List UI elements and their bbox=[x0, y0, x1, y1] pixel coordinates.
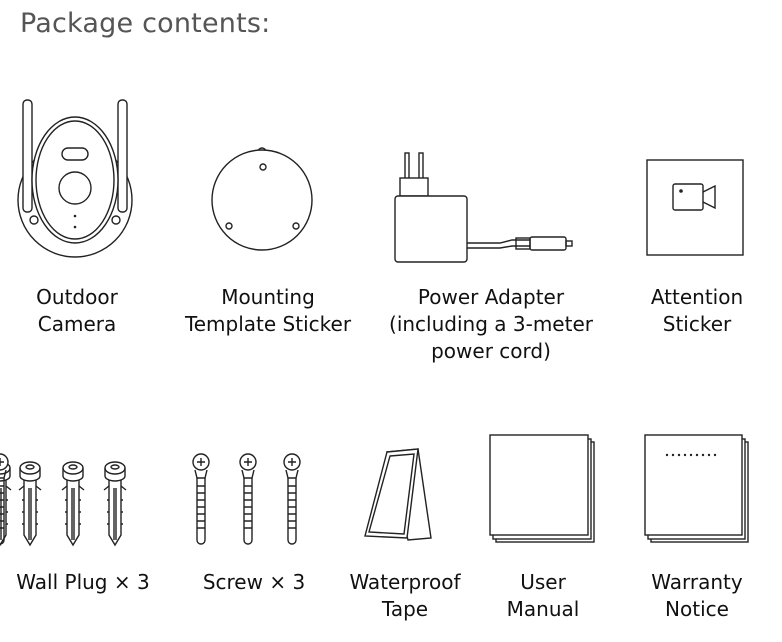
page-title: Package contents: bbox=[20, 8, 271, 39]
label-line: Waterproof bbox=[349, 570, 461, 594]
screw-icon bbox=[0, 453, 301, 545]
label-line: power cord) bbox=[431, 339, 551, 363]
wall-plug-icon bbox=[0, 461, 127, 547]
item-label-attention-sticker: Attention Sticker bbox=[587, 284, 782, 338]
item-label-mounting-template: Mounting Template Sticker bbox=[158, 284, 378, 338]
waterproof-tape-icon bbox=[364, 448, 432, 541]
item-label-waterproof-tape: Waterproof Tape bbox=[295, 569, 515, 623]
item-label-power-adapter: Power Adapter (including a 3-meter power… bbox=[381, 284, 601, 365]
label-line: Mounting bbox=[221, 285, 315, 309]
label-line: Warranty bbox=[651, 570, 743, 594]
outdoor-camera-icon bbox=[17, 99, 133, 258]
label-line: Template Sticker bbox=[184, 312, 352, 336]
label-line: User bbox=[520, 570, 566, 594]
warranty-notice-icon bbox=[644, 434, 749, 543]
label-line: (including a 3-meter bbox=[389, 312, 593, 336]
label-line: Attention bbox=[650, 285, 744, 309]
mounting-template-icon bbox=[211, 147, 313, 251]
item-label-warranty-notice: Warranty Notice bbox=[587, 569, 782, 623]
label-line: Outdoor bbox=[36, 285, 118, 309]
label-line: Sticker bbox=[662, 312, 732, 336]
item-label-screw: Screw × 3 bbox=[144, 569, 364, 596]
item-label-outdoor-camera: Outdoor Camera bbox=[0, 284, 187, 338]
label-line: Notice bbox=[665, 597, 729, 621]
label-line: Wall Plug × 3 bbox=[16, 570, 150, 594]
attention-sticker-icon bbox=[646, 159, 744, 256]
item-label-wall-plug: Wall Plug × 3 bbox=[0, 569, 193, 596]
power-adapter-icon bbox=[394, 152, 573, 263]
label-line: Power Adapter bbox=[417, 285, 565, 309]
label-line: Camera bbox=[37, 312, 117, 336]
label-line: Manual bbox=[506, 597, 580, 621]
label-line: Tape bbox=[381, 597, 429, 621]
user-manual-icon bbox=[489, 434, 595, 543]
item-label-user-manual: User Manual bbox=[433, 569, 653, 623]
label-line: Screw × 3 bbox=[202, 570, 306, 594]
